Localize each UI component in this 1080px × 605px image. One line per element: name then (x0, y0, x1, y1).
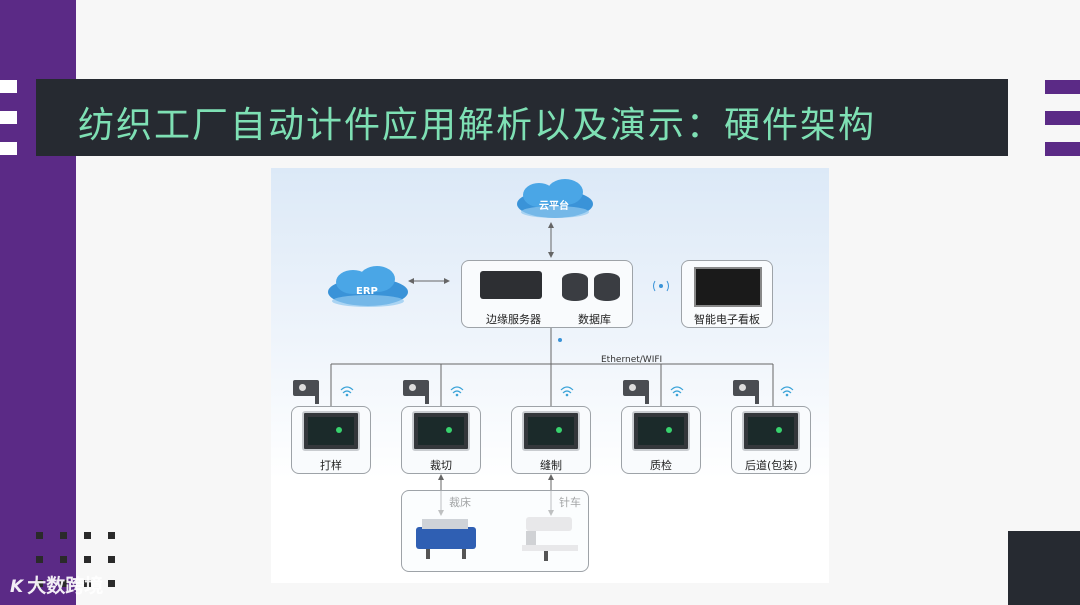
database-label: 数据库 (578, 313, 611, 326)
corner-block-decoration (1008, 531, 1080, 605)
database-icon (562, 273, 588, 301)
watermark-text: 大数跨境 (27, 575, 104, 597)
database-icon-2 (594, 273, 620, 301)
camera-icon (403, 380, 437, 404)
station-label: 裁切 (430, 459, 452, 472)
erp-cloud-icon (328, 266, 408, 307)
sewing-machine-icon (522, 517, 578, 561)
dot-grid-decoration (36, 532, 126, 587)
slide-title: 纺织工厂自动计件应用解析以及演示：硬件架构 (78, 105, 877, 146)
station-label: 质检 (650, 459, 672, 472)
station-box: 打样 (291, 406, 371, 474)
cutting-machine-icon (416, 519, 476, 559)
station-box: 质检 (621, 406, 701, 474)
station-label: 缝制 (540, 459, 562, 472)
terminal-panel-icon (742, 411, 800, 451)
camera-icon (623, 380, 657, 404)
station-box: 缝制 (511, 406, 591, 474)
watermark-logo-icon: K (10, 577, 24, 597)
station-box: 后道(包装) (731, 406, 811, 474)
hardware-architecture-diagram: 云平台 ERP 边缘服务器 数据库 智能电子看板 Ethernet/WIFI (271, 168, 829, 583)
server-icon (480, 271, 542, 299)
cloud-platform-icon (517, 179, 593, 218)
edge-server-box: 边缘服务器 数据库 (461, 260, 633, 328)
terminal-panel-icon (412, 411, 470, 451)
terminal-panel-icon (632, 411, 690, 451)
dashboard-screen-icon (694, 267, 762, 307)
network-label: Ethernet/WIFI (601, 355, 663, 365)
erp-label: ERP (356, 286, 378, 297)
cloud-platform-label: 云平台 (539, 201, 569, 212)
terminal-panel-icon (302, 411, 360, 451)
station-label: 后道(包装) (745, 459, 798, 472)
title-banner (36, 79, 1008, 156)
terminal-panel-icon (522, 411, 580, 451)
machines-box (401, 490, 589, 572)
smart-board-label: 智能电子看板 (694, 313, 760, 326)
camera-icon (733, 380, 767, 404)
smart-board-box: 智能电子看板 (681, 260, 773, 328)
diagram-connectors (328, 179, 794, 516)
station-box: 裁切 (401, 406, 481, 474)
camera-icon (293, 380, 327, 404)
edge-server-label: 边缘服务器 (486, 313, 541, 326)
station-label: 打样 (320, 459, 342, 472)
